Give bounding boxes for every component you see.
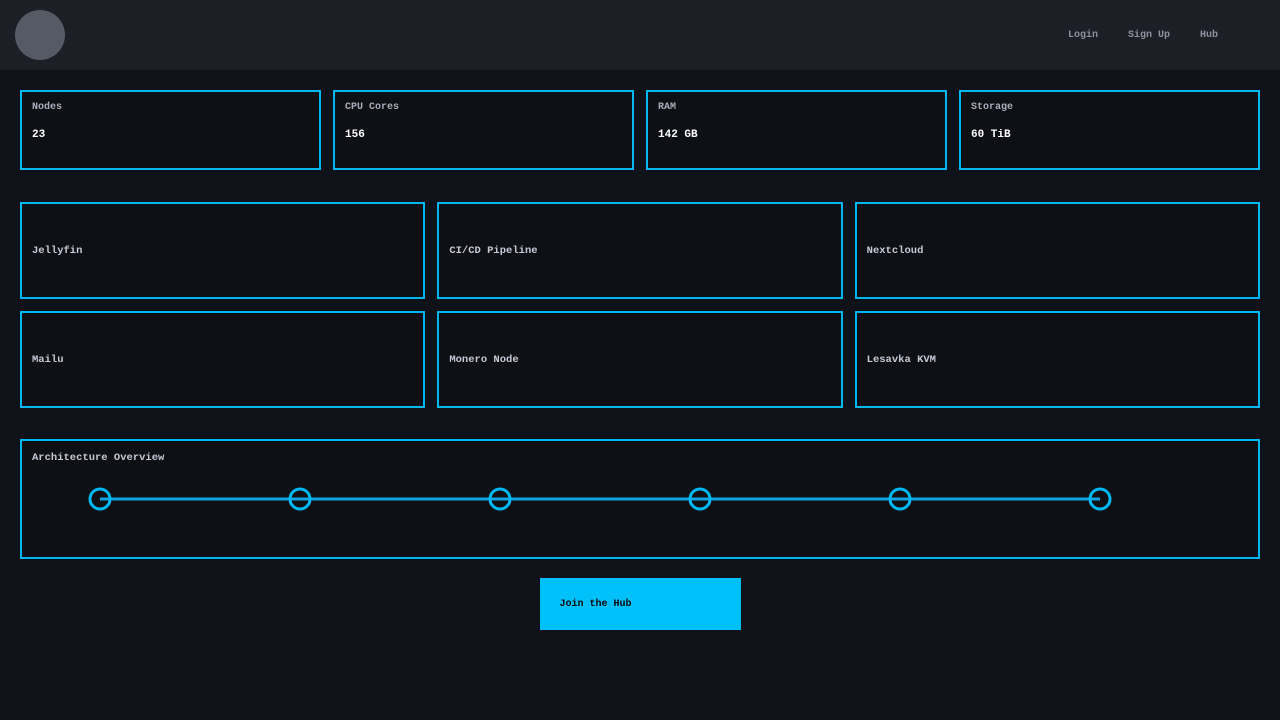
nav-link-hub[interactable]: Hub [1200, 30, 1218, 41]
main-nav: Login Sign Up Hub [1068, 30, 1280, 41]
service-title: Nextcloud [867, 245, 924, 257]
stat-value: 23 [32, 129, 309, 141]
service-card-jellyfin: Jellyfin [20, 202, 425, 299]
stat-label: Storage [971, 102, 1248, 113]
stat-value: 156 [345, 129, 622, 141]
join-hub-button[interactable]: Join the Hub [540, 578, 741, 630]
service-title: Lesavka KVM [867, 354, 936, 366]
stats-row: Nodes 23 CPU Cores 156 RAM 142 GB Storag… [20, 90, 1260, 170]
stat-card-cpu-cores: CPU Cores 156 [333, 90, 634, 170]
service-title: Monero Node [449, 354, 518, 366]
stat-value: 60 TiB [971, 129, 1248, 141]
stat-card-ram: RAM 142 GB [646, 90, 947, 170]
stat-label: RAM [658, 102, 935, 113]
services-grid: Jellyfin CI/CD Pipeline Nextcloud Mailu … [20, 202, 1260, 408]
avatar-logo-icon[interactable] [15, 10, 65, 60]
service-card-cicd-pipeline: CI/CD Pipeline [437, 202, 842, 299]
stat-value: 142 GB [658, 129, 935, 141]
service-card-monero-node: Monero Node [437, 311, 842, 408]
service-title: Mailu [32, 354, 64, 366]
stat-label: Nodes [32, 102, 309, 113]
stat-card-nodes: Nodes 23 [20, 90, 321, 170]
stat-label: CPU Cores [345, 102, 622, 113]
service-card-mailu: Mailu [20, 311, 425, 408]
service-card-lesavka-kvm: Lesavka KVM [855, 311, 1260, 408]
architecture-overview-panel: Architecture Overview [20, 439, 1260, 559]
service-title: CI/CD Pipeline [449, 245, 537, 257]
service-card-nextcloud: Nextcloud [855, 202, 1260, 299]
architecture-diagram [22, 441, 1258, 557]
nav-link-login[interactable]: Login [1068, 30, 1098, 41]
service-title: Jellyfin [32, 245, 82, 257]
stat-card-storage: Storage 60 TiB [959, 90, 1260, 170]
header: Login Sign Up Hub [0, 0, 1280, 70]
nav-link-signup[interactable]: Sign Up [1128, 30, 1170, 41]
main-content: Nodes 23 CPU Cores 156 RAM 142 GB Storag… [0, 90, 1280, 630]
